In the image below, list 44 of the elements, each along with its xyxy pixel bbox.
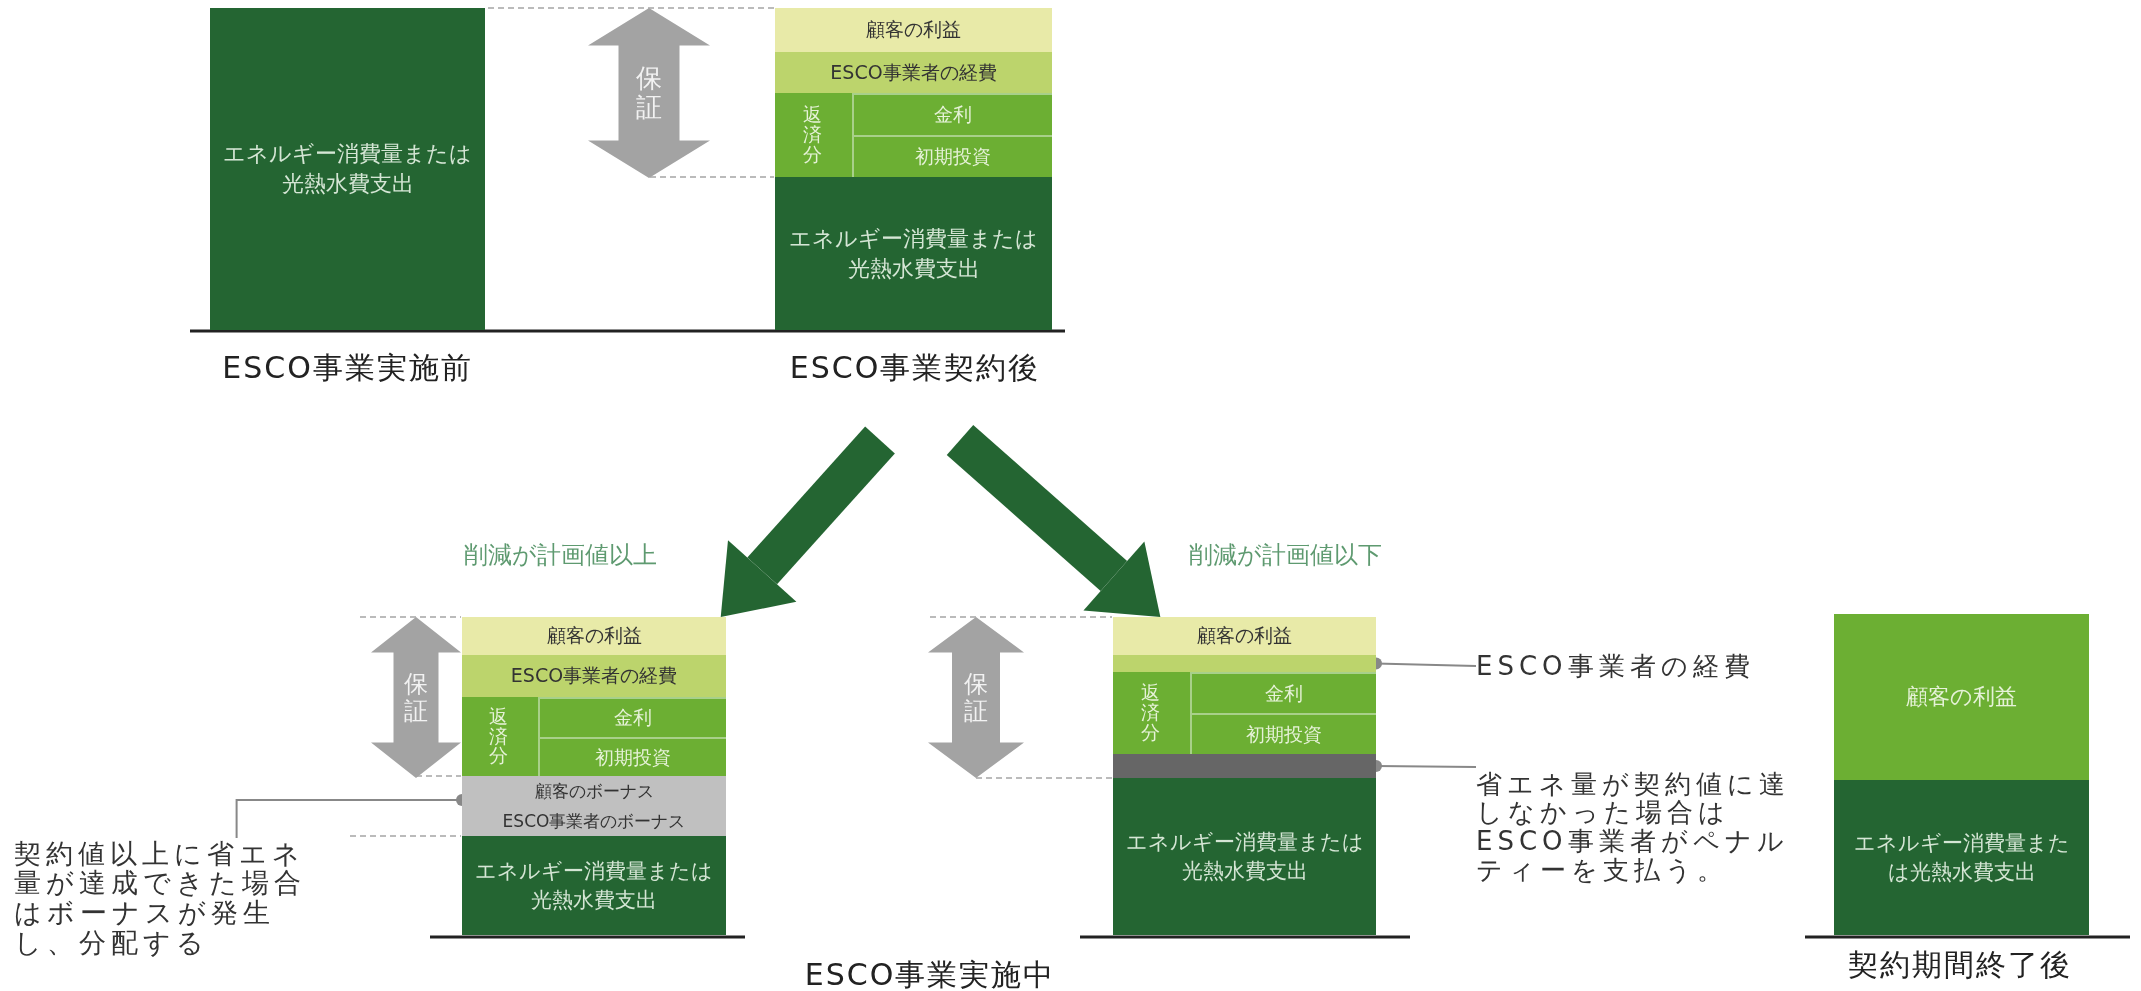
bar-segment: 初期投資 bbox=[538, 737, 726, 776]
bar-segment: 顧客の利益 bbox=[775, 8, 1052, 52]
segment-group bbox=[1113, 672, 1376, 754]
segment-label: 返済分 bbox=[803, 105, 823, 165]
bar-segment: 金利 bbox=[538, 697, 726, 737]
bar-segment: ESCO事業者のボーナス bbox=[462, 806, 726, 836]
bar-segment: 初期投資 bbox=[1190, 713, 1376, 754]
column-caption: ESCO事業実施前 bbox=[221, 349, 474, 387]
bar-segment: エネルギー消費量または光熱水費支出 bbox=[775, 177, 1052, 330]
callout-text: ESCO事業者の経費 bbox=[1476, 648, 1776, 684]
bar-segment: 初期投資 bbox=[852, 135, 1052, 177]
segment-group bbox=[462, 697, 726, 776]
column-caption: ESCO事業契約後 bbox=[788, 349, 1042, 387]
segment-label: 返済分 bbox=[1141, 683, 1161, 743]
bar-segment: 顧客の利益 bbox=[1113, 617, 1376, 655]
segment-group bbox=[775, 93, 1052, 177]
bar-segment: エネルギー消費量または光熱水費支出 bbox=[210, 8, 485, 330]
bar-segment: 金利 bbox=[852, 93, 1052, 135]
column-caption: 契約期間終了後 bbox=[1847, 946, 2073, 984]
bar-segment: 顧客のボーナス bbox=[462, 776, 726, 806]
double-arrow bbox=[588, 8, 710, 178]
guarantee-label: 保証 bbox=[963, 671, 989, 724]
block-arrow bbox=[720, 426, 895, 617]
bar-segment: 顧客の利益 bbox=[462, 617, 726, 655]
callout-text: 契約値以上に省エネ量が達成できた場合はボーナスが発生し、分配する bbox=[14, 838, 332, 958]
bar-segment bbox=[1113, 655, 1376, 672]
bar-segment: ESCO事業者の経費 bbox=[462, 655, 726, 697]
bar-segment: エネルギー消費量または光熱水費支出 bbox=[1834, 780, 2089, 935]
bar-segment: エネルギー消費量または光熱水費支出 bbox=[1113, 778, 1376, 935]
bar-segment: エネルギー消費量または光熱水費支出 bbox=[462, 836, 726, 935]
bar-segment: ESCO事業者の経費 bbox=[775, 52, 1052, 93]
double-arrow bbox=[928, 617, 1024, 778]
bar-segment: 金利 bbox=[1190, 672, 1376, 713]
block-arrow bbox=[946, 425, 1161, 617]
column-caption: ESCO事業実施中 bbox=[803, 956, 1057, 991]
edge-label: 削減が計画値以下 bbox=[1187, 540, 1383, 570]
callout-text: 省エネ量が契約値に達しなかった場合はESCO事業者がペナルティーを支払う。 bbox=[1476, 752, 1806, 902]
edge-label: 削減が計画値以上 bbox=[462, 540, 658, 570]
double-arrow bbox=[371, 617, 461, 778]
bar-segment bbox=[1113, 754, 1376, 778]
guarantee-label: 保証 bbox=[635, 64, 663, 122]
guarantee-label: 保証 bbox=[403, 671, 429, 724]
bar-segment: 顧客の利益 bbox=[1834, 614, 2089, 780]
segment-label: 返済分 bbox=[489, 706, 509, 767]
